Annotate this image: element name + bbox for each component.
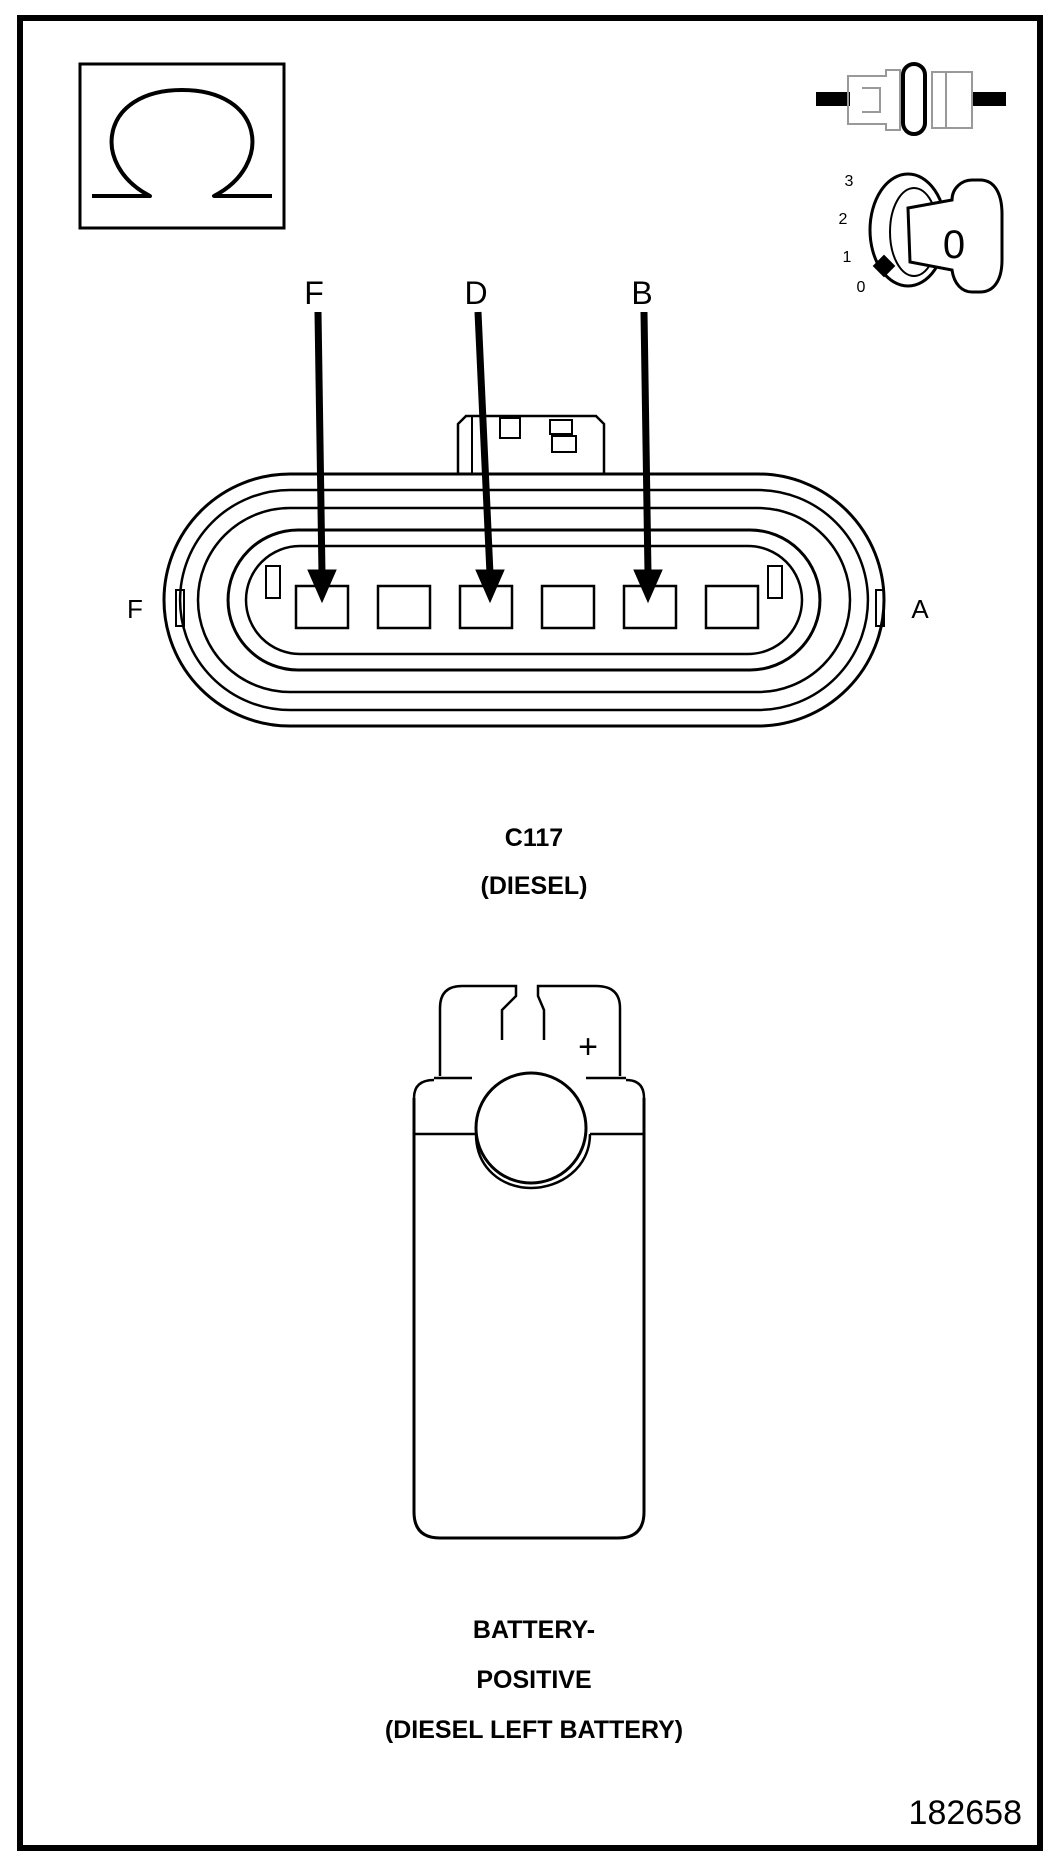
cavity-e [376, 584, 432, 630]
terminal-label-line-1: BATTERY- [473, 1616, 595, 1644]
connector-variant: (DIESEL) [481, 872, 588, 900]
connector-c117-face [162, 414, 886, 728]
ohm-icon [78, 62, 286, 230]
callout-label-b: B [631, 275, 652, 311]
ignition-position-1: 1 [843, 249, 852, 266]
positive-symbol: + [578, 1028, 598, 1066]
ignition-key-off-icon: 3 2 1 0 0 [839, 172, 1004, 296]
terminal-label-line-2: POSITIVE [476, 1666, 591, 1694]
connector-name: C117 [505, 824, 563, 852]
ignition-key-label: 0 [943, 223, 965, 267]
connector-end-label-left: F [127, 594, 143, 624]
arrow-to-pin-f [307, 311, 337, 604]
battery-positive-terminal [412, 984, 646, 1540]
figure-frame [17, 15, 1043, 1851]
callout-label-d: D [464, 275, 487, 311]
callout-label-f: F [304, 275, 324, 311]
callout-arrows [307, 311, 663, 604]
ignition-position-2: 2 [839, 211, 848, 228]
figure-number: 182658 [909, 1794, 1022, 1832]
connector-disconnected-icon [816, 62, 1006, 136]
cavity-a [704, 584, 760, 630]
cavity-c [540, 584, 596, 630]
arrow-to-pin-d [474, 311, 505, 604]
arrow-to-pin-b [633, 311, 663, 604]
ignition-position-0: 0 [857, 279, 866, 296]
ignition-position-3: 3 [845, 173, 854, 190]
connector-end-label-right: A [911, 594, 929, 624]
terminal-label-line-3: (DIESEL LEFT BATTERY) [385, 1716, 683, 1744]
